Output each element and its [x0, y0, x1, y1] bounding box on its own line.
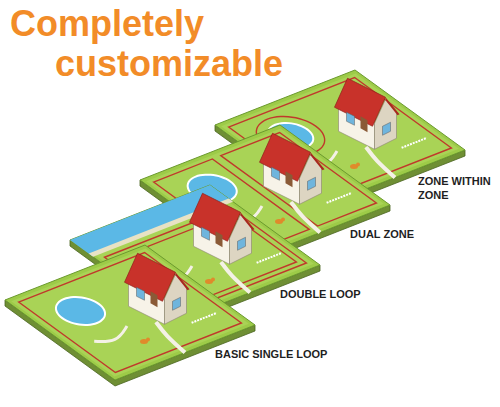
house-roof: [386, 97, 400, 115]
house-window: [347, 112, 355, 125]
pond: [56, 297, 105, 325]
yard-tile: [5, 245, 255, 386]
house-roof: [335, 78, 386, 126]
dog: [356, 163, 360, 167]
house-door: [151, 291, 158, 307]
house: [125, 253, 190, 324]
boundary-wire: [19, 253, 242, 373]
walkway: [221, 262, 250, 293]
house: [335, 78, 400, 149]
house-door: [361, 116, 368, 132]
house-roof: [311, 152, 325, 170]
house: [260, 133, 325, 204]
zone-label: DUAL ZONE: [350, 227, 414, 241]
dog: [211, 278, 215, 282]
house-window: [308, 177, 316, 190]
zone-label: BASIC SINGLE LOOP: [215, 347, 327, 361]
house-roof: [190, 193, 241, 241]
dog: [146, 338, 150, 342]
walkway: [156, 322, 185, 353]
house-window: [383, 122, 391, 135]
title: Completely customizable: [0, 4, 295, 84]
fence: [327, 193, 352, 203]
house-roof: [125, 253, 176, 301]
lawn: [11, 249, 249, 377]
house: [190, 193, 255, 264]
house-door: [286, 171, 293, 187]
house-window: [173, 297, 181, 310]
fence: [192, 313, 217, 323]
house-roof: [176, 272, 190, 290]
house-door: [216, 231, 223, 247]
fence: [257, 253, 282, 263]
house-window: [202, 227, 210, 240]
fence: [402, 138, 427, 148]
zone-label: DOUBLE LOOP: [280, 287, 361, 301]
walkway: [366, 147, 395, 178]
zone-label: ZONE WITHIN ZONE: [418, 174, 496, 202]
house-roof: [260, 133, 311, 181]
house-window: [238, 237, 246, 250]
house-window: [137, 287, 145, 300]
house-window: [272, 167, 280, 180]
garden-path: [94, 326, 127, 342]
house-roof: [241, 212, 255, 230]
dog: [281, 218, 285, 222]
walkway: [291, 202, 320, 233]
